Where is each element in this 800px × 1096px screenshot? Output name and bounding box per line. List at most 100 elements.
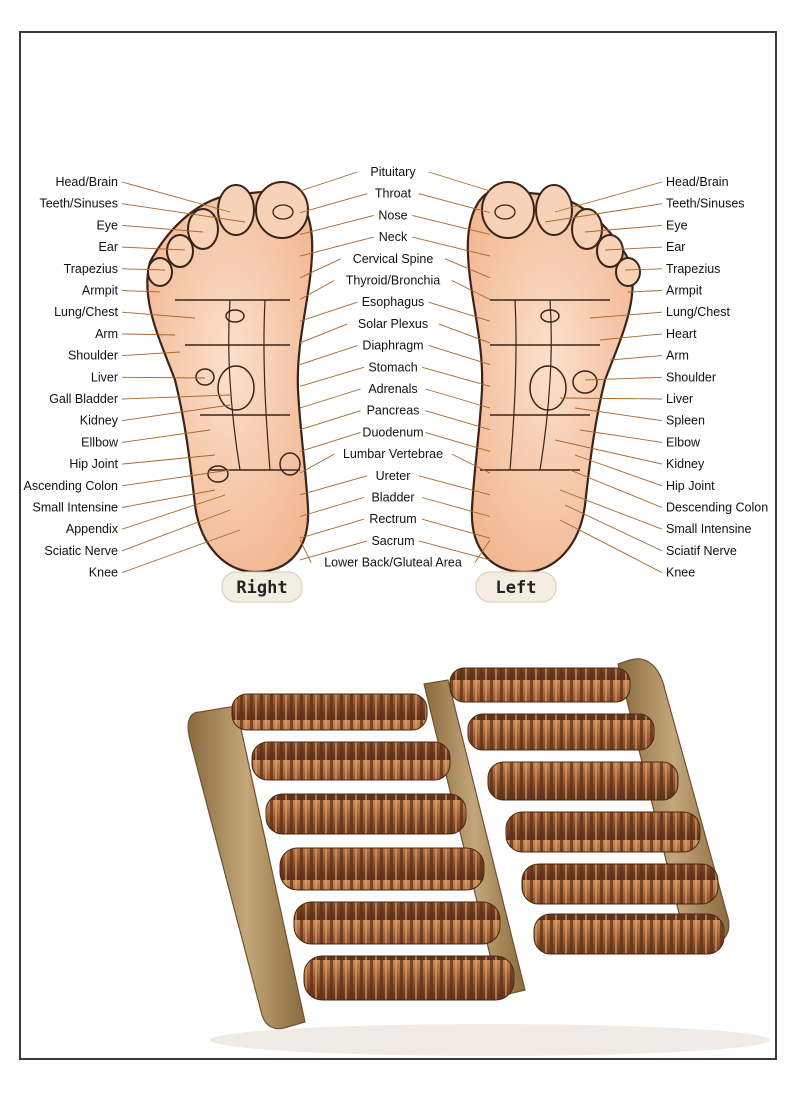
leader-line [559,519,663,573]
leader-line [564,504,663,552]
leader-line [589,311,663,319]
leader-line [121,246,186,251]
leader-line [299,345,358,366]
right-tag-label: Right [236,578,287,598]
leader-line [412,236,491,257]
leader-line [121,203,246,223]
leader-line [121,224,204,233]
center-label: Sacrum [371,534,414,548]
leader-line [299,518,365,539]
left-foot-label: Arm [666,349,689,363]
left-toe-5 [615,257,641,287]
left-foot-label: Descending Colon [666,501,768,515]
leader-line [609,355,663,361]
leader-line [121,489,216,508]
leader-line [299,214,374,235]
left-toe-2 [535,184,573,236]
leader-line [121,376,206,379]
left-tag-label: Left [496,578,537,598]
left-foot-label: Heart [666,327,697,341]
wooden-foot-roller [187,658,770,1056]
right-foot-label: Ear [99,240,118,254]
center-label: Esophagus [362,295,425,309]
leader-line [299,366,365,387]
leader-line [299,410,361,431]
leader-line [604,246,663,251]
leader-line [299,539,312,563]
center-label: Throat [375,187,412,201]
leader-line [421,497,491,517]
roller-bar [487,761,679,801]
right-foot-label: Ellbow [81,435,119,449]
leader-line [299,388,361,409]
leader-line [121,351,181,357]
left-foot [466,181,641,574]
left-foot-label: Head/Brain [666,175,729,189]
leader-line [574,454,663,487]
leader-line [559,489,663,530]
leader-line [624,268,663,271]
leader-line [121,311,196,319]
leader-line [428,345,491,366]
left-foot-label: Lung/Chest [666,305,730,319]
left-foot-label: Armpit [666,284,703,298]
leader-line [121,454,216,465]
left-foot-label: Ear [666,240,685,254]
roller-bar [467,713,655,751]
leader-line [554,181,663,213]
leader-line [299,171,358,192]
leader-line [579,429,663,443]
center-label: Neck [379,230,408,244]
roller-left-rail [187,705,306,1030]
left-big-toe [481,181,535,239]
leader-line [574,407,663,422]
right-foot-label: Kidney [80,414,119,428]
roller-bar [265,793,467,835]
leader-line [121,268,166,271]
roller-bar [293,901,501,945]
right-foot-label: Sciatic Nerve [44,544,118,558]
center-label: Solar Plexus [358,317,428,331]
leader-line [445,258,491,279]
leader-line [299,236,374,257]
leader-line [299,301,358,322]
right-foot-labels: Head/BrainTeeth/SinusesEyeEarTrapeziusAr… [23,175,118,580]
leader-line [438,323,491,344]
leader-line [418,540,491,561]
leader-line [554,439,663,465]
left-foot-label: Knee [666,566,695,580]
left-foot-label: Teeth/Sinuses [666,197,745,211]
leader-line [418,193,491,214]
left-tag: Left [475,571,557,603]
leader-line [121,429,211,443]
center-label: Lower Back/Gluteal Area [324,556,462,570]
right-foot-label: Head/Brain [55,175,118,189]
left-foot-label: Liver [666,392,693,406]
roller-bar [449,667,631,703]
leader-line [412,214,491,235]
center-label: Thyroid/Bronchia [346,274,441,288]
right-foot-label: Shoulder [68,349,118,363]
center-label: Lumbar Vertebrae [343,447,443,461]
roller-bar [505,811,701,853]
roller-bar [521,863,719,905]
leader-line [121,494,226,530]
leader-line [421,518,491,539]
leader-line [584,224,663,233]
right-big-toe [255,181,309,239]
leader-line [299,497,365,517]
center-label: Pancreas [367,404,420,418]
rollers [231,667,725,1001]
right-foot-label: Appendix [66,522,119,536]
left-foot-label: Trapezius [666,262,720,276]
leader-line [299,193,368,214]
left-foot-label: Shoulder [666,370,716,384]
right-foot [146,181,314,574]
right-foot-label: Teeth/Sinuses [39,197,118,211]
center-label: Nose [378,208,407,222]
left-foot-labels: Head/BrainTeeth/SinusesEyeEarTrapeziusAr… [666,175,768,580]
leader-line [544,203,663,223]
leader-line [451,280,491,300]
leader-line [627,290,663,293]
